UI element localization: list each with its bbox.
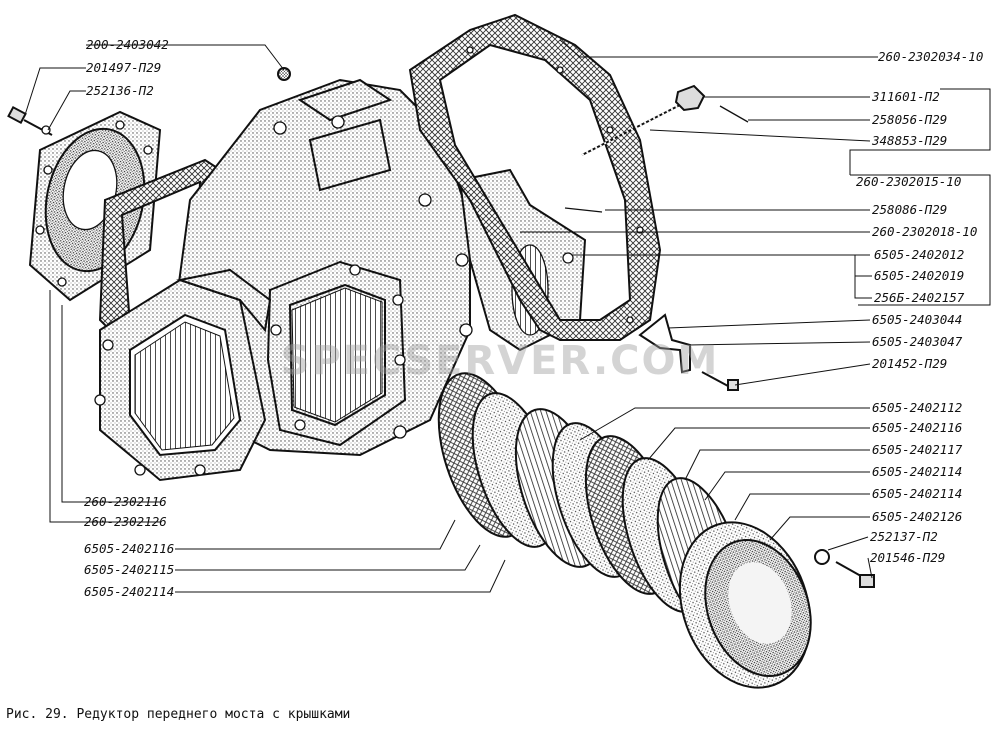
leader-c8-bracket [850, 174, 991, 306]
leader-c21 [734, 493, 870, 521]
leader-c22 [769, 516, 870, 541]
callout-c29: 6505-2402114 [84, 584, 174, 599]
leader-c15 [687, 341, 871, 346]
leader-c11-bracket [854, 255, 872, 299]
stud-assembly [564, 84, 749, 213]
callout-c15: 6505-2403047 [872, 334, 963, 349]
leader-c5-bracket [849, 88, 991, 175]
leader-c19 [684, 449, 870, 481]
callout-c1: 200-2403042 [86, 37, 169, 52]
callout-c16: 201452-П29 [872, 356, 947, 371]
end-bolt [814, 549, 875, 588]
callout-c8: 260-2302015-10 [856, 174, 961, 189]
callout-c18: 6505-2402116 [872, 420, 962, 435]
leader-c3 [47, 90, 86, 131]
leader-c1 [86, 44, 285, 71]
callout-labels: 200-2403042 201497-П29 252136-П2 260-230… [84, 37, 983, 599]
leader-c17 [579, 407, 870, 441]
callout-c4: 260-2302034-10 [878, 49, 983, 64]
small-bracket [638, 313, 739, 391]
bolt-left [7, 105, 53, 136]
leader-c27 [175, 519, 456, 550]
leader-c24 [867, 557, 873, 579]
callout-c9: 258086-П29 [872, 202, 947, 217]
leader-c18 [647, 427, 870, 461]
leader-c23 [827, 536, 869, 551]
callout-c14: 6505-2403044 [872, 312, 962, 327]
back-gasket [408, 13, 662, 341]
front-flange [266, 260, 407, 447]
leader-c4 [559, 39, 878, 58]
callout-c11: 6505-2402012 [874, 247, 964, 262]
leader-c26 [49, 290, 160, 523]
leader-lines [24, 39, 991, 593]
leader-c7 [649, 129, 871, 142]
side-flange [94, 268, 272, 482]
leader-c25 [61, 305, 160, 503]
end-dome-cover [678, 521, 812, 689]
callout-c26: 260-2302126 [84, 514, 167, 529]
callout-c21: 6505-2402114 [872, 486, 962, 501]
callout-c3: 252136-П2 [86, 83, 154, 98]
callout-c17: 6505-2402112 [872, 400, 962, 415]
callout-c20: 6505-2402114 [872, 464, 962, 479]
callout-c12: 6505-2402019 [874, 268, 964, 283]
callout-c7: 348853-П29 [871, 133, 947, 148]
small-nut-top [277, 67, 291, 81]
figure-caption: Рис. 29. Редуктор переднего моста с крыш… [6, 707, 351, 722]
leader-c28 [175, 544, 481, 571]
callout-c28: 6505-2402115 [84, 562, 174, 577]
callout-c24: 201546-П29 [870, 550, 945, 565]
callout-c27: 6505-2402116 [84, 541, 174, 556]
leader-c14 [667, 319, 871, 329]
leader-c2 [24, 67, 86, 116]
callout-c19: 6505-2402117 [872, 442, 963, 457]
callout-c22: 6505-2402126 [872, 509, 962, 524]
leader-c20 [704, 471, 870, 501]
callout-c13: 256Б-2402157 [874, 290, 965, 305]
callout-c25: 260-2302116 [84, 494, 167, 509]
callout-c6: 258056-П29 [872, 112, 947, 127]
callout-c2: 201497-П29 [86, 60, 161, 75]
leader-c29 [175, 559, 506, 593]
callout-c10: 260-2302018-10 [872, 224, 977, 239]
callout-c5: 311601-П2 [871, 89, 940, 104]
callout-c23: 252137-П2 [870, 529, 938, 544]
leader-c16 [734, 363, 871, 386]
